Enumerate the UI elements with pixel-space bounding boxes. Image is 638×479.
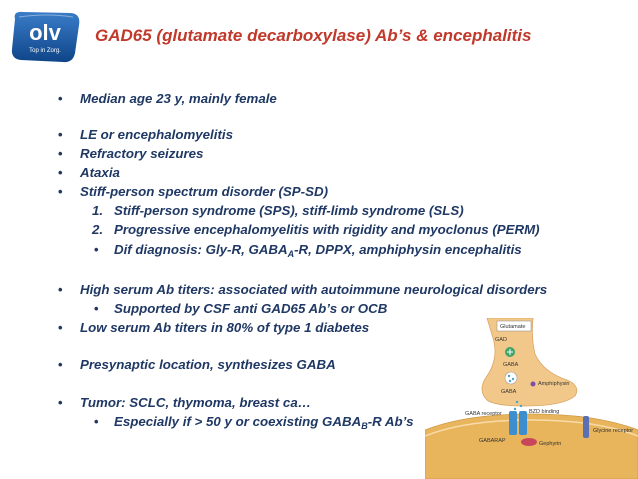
bullet-dot: • bbox=[58, 184, 63, 199]
numbered-2-label: 2. bbox=[92, 222, 104, 237]
svg-text:Amphiphysin: Amphiphysin bbox=[538, 381, 570, 387]
bullet-especially: Especially if > 50 y or coexisting GABAB… bbox=[114, 414, 414, 431]
numbered-perm: Progressive encephalomyelitis with rigid… bbox=[114, 222, 540, 237]
svg-text:GABA: GABA bbox=[503, 362, 519, 368]
bullet-dot: • bbox=[94, 414, 99, 429]
bullet-dot: • bbox=[58, 91, 63, 106]
numbered-1-label: 1. bbox=[92, 203, 104, 218]
svg-text:BZD binding: BZD binding bbox=[529, 409, 559, 415]
svg-text:Gephyrin: Gephyrin bbox=[539, 441, 561, 447]
svg-text:Glycine receptor: Glycine receptor bbox=[593, 428, 633, 434]
bullet-dot: • bbox=[94, 242, 99, 257]
bullet-spsd: Stiff-person spectrum disorder (SP-SD) bbox=[80, 184, 328, 199]
postsynaptic-cell bbox=[425, 413, 638, 479]
bullet-tumor: Tumor: SCLC, thymoma, breast ca… bbox=[80, 395, 312, 410]
bullet-le: LE or encephalomyelitis bbox=[80, 127, 233, 142]
bullet-dot: • bbox=[58, 165, 63, 180]
synapse-diagram: Glutamate GAD GABA GABA Amphiphysin GABA… bbox=[425, 318, 638, 479]
bullet-dot: • bbox=[58, 282, 63, 297]
gaba-receptor-icon bbox=[509, 411, 517, 435]
glutamate-box bbox=[496, 320, 532, 332]
vesicle-icon bbox=[504, 371, 518, 385]
gephyrin-icon bbox=[521, 438, 537, 446]
svg-text:GAD: GAD bbox=[495, 337, 507, 343]
slide-title: GAD65 (glutamate decarboxylase) Ab’s & e… bbox=[95, 26, 532, 45]
svg-text:olv: olv bbox=[29, 20, 62, 45]
presynaptic-terminal bbox=[481, 318, 578, 407]
bullet-dot: • bbox=[58, 127, 63, 142]
bullet-dot: • bbox=[58, 320, 63, 335]
svg-text:GABA receptor: GABA receptor bbox=[465, 411, 502, 417]
bullet-presynaptic: Presynaptic location, synthesizes GABA bbox=[80, 357, 336, 372]
bullet-dot: • bbox=[58, 146, 63, 161]
bullet-high-titers: High serum Ab titers: associated with au… bbox=[80, 282, 548, 297]
bullet-dif-diagnosis: Dif diagnosis: Gly-R, GABAA-R, DPPX, amp… bbox=[114, 242, 522, 259]
svg-text:GABARAP: GABARAP bbox=[479, 438, 506, 444]
svg-text:GABA: GABA bbox=[501, 389, 517, 395]
svg-text:Glutamate: Glutamate bbox=[500, 324, 525, 330]
bullet-ataxia: Ataxia bbox=[80, 165, 120, 180]
svg-text:Top in Zorg.: Top in Zorg. bbox=[29, 48, 61, 54]
bullet-dot: • bbox=[58, 395, 63, 410]
bullet-dot: • bbox=[94, 301, 99, 316]
bullet-low-titers: Low serum Ab titers in 80% of type 1 dia… bbox=[80, 320, 370, 335]
bullet-dot: • bbox=[58, 357, 63, 372]
bullet-csf: Supported by CSF anti GAD65 Ab’s or OCB bbox=[114, 301, 388, 316]
glycine-receptor-icon bbox=[583, 416, 589, 438]
numbered-sps: Stiff-person syndrome (SPS), stiff-limb … bbox=[114, 203, 464, 218]
bullet-median-age: Median age 23 y, mainly female bbox=[80, 91, 277, 106]
amphiphysin-icon bbox=[530, 381, 536, 387]
bullet-seizures: Refractory seizures bbox=[80, 146, 204, 161]
olv-logo: olv Top in Zorg. bbox=[11, 11, 80, 63]
